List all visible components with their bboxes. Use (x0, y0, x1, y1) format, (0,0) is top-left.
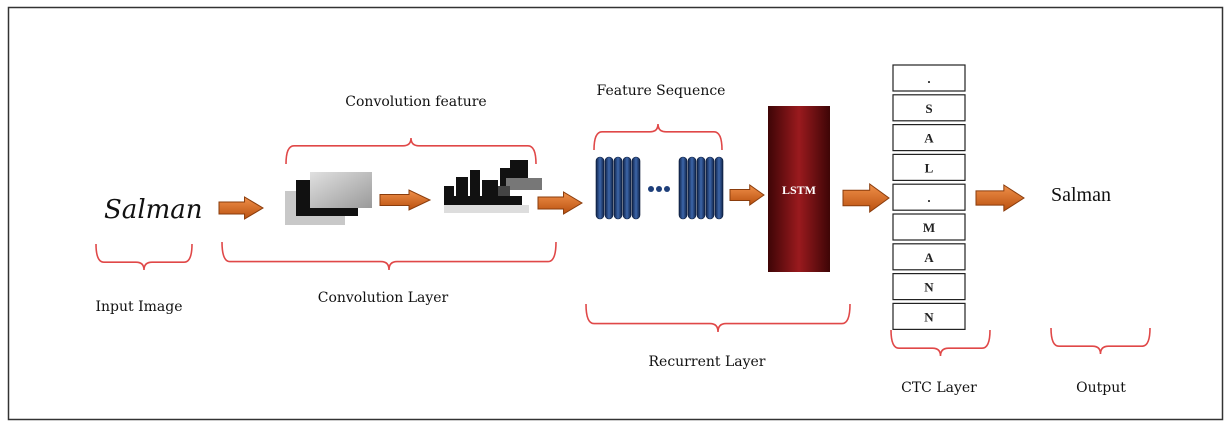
convolution-feature-map-2 (444, 160, 542, 213)
ctc-cell: S (892, 94, 966, 122)
sequence-column (678, 156, 688, 220)
flow-arrow-icon (218, 196, 264, 220)
output-word: Salman (1051, 184, 1111, 206)
sequence-column (696, 156, 706, 220)
label-convolution-layer: Convolution Layer (318, 290, 449, 306)
curly-brace (95, 243, 193, 271)
ctc-cell-label: L (925, 160, 934, 175)
label-recurrent-layer: Recurrent Layer (649, 354, 766, 370)
sequence-column (705, 156, 715, 220)
ctc-cell-label: M (923, 220, 935, 235)
sequence-column (604, 156, 614, 220)
label-feature-sequence: Feature Sequence (597, 83, 726, 99)
ctc-cell: . (892, 64, 966, 92)
ctc-cell-label: S (925, 101, 932, 116)
ctc-cell: A (892, 243, 966, 271)
ctc-cell-label: N (924, 309, 934, 324)
curly-brace (1050, 327, 1151, 355)
label-ctc-layer: CTC Layer (901, 380, 977, 396)
curly-brace (593, 123, 723, 151)
ctc-cell-label: A (924, 131, 934, 146)
diagram-frame (7, 6, 1224, 421)
sequence-column (687, 156, 697, 220)
label-convolution-feature: Convolution feature (345, 94, 486, 110)
convolution-feature-map-1 (285, 172, 372, 225)
flow-arrow-icon (975, 184, 1025, 212)
flow-arrow-icon (842, 183, 890, 213)
flow-arrow-icon (729, 184, 765, 206)
ctc-cell-label: N (924, 280, 934, 295)
lstm-block: LSTM (768, 106, 830, 272)
flow-arrow-icon (379, 189, 432, 211)
ctc-cell: M (892, 213, 966, 241)
input-image-word: Salman (104, 195, 203, 225)
curly-brace (285, 137, 537, 165)
lstm-label: LSTM (782, 183, 816, 197)
label-output: Output (1076, 380, 1126, 396)
sequence-column (631, 156, 641, 220)
sequence-column (622, 156, 632, 220)
curly-brace (221, 241, 557, 271)
ctc-cell: A (892, 123, 966, 152)
sequence-ellipsis-icon (648, 186, 670, 192)
curly-braces (95, 123, 1151, 357)
ctc-cell-label: . (927, 190, 930, 205)
ctc-cell: N (892, 273, 966, 301)
flow-arrows (218, 183, 1025, 220)
ctc-cell: . (892, 183, 966, 211)
flow-arrow-icon (537, 191, 583, 215)
label-input-image: Input Image (95, 299, 182, 315)
sequence-column (595, 156, 605, 220)
ctc-cell: L (892, 153, 966, 181)
curly-brace (585, 303, 851, 333)
sequence-column (714, 156, 724, 220)
ctc-cell: N (892, 302, 966, 330)
ctc-cell-label: A (924, 250, 934, 265)
curly-brace (890, 329, 991, 357)
sequence-column (613, 156, 623, 220)
feature-sequence-columns (595, 156, 724, 220)
ctc-cell-label: . (927, 71, 930, 86)
